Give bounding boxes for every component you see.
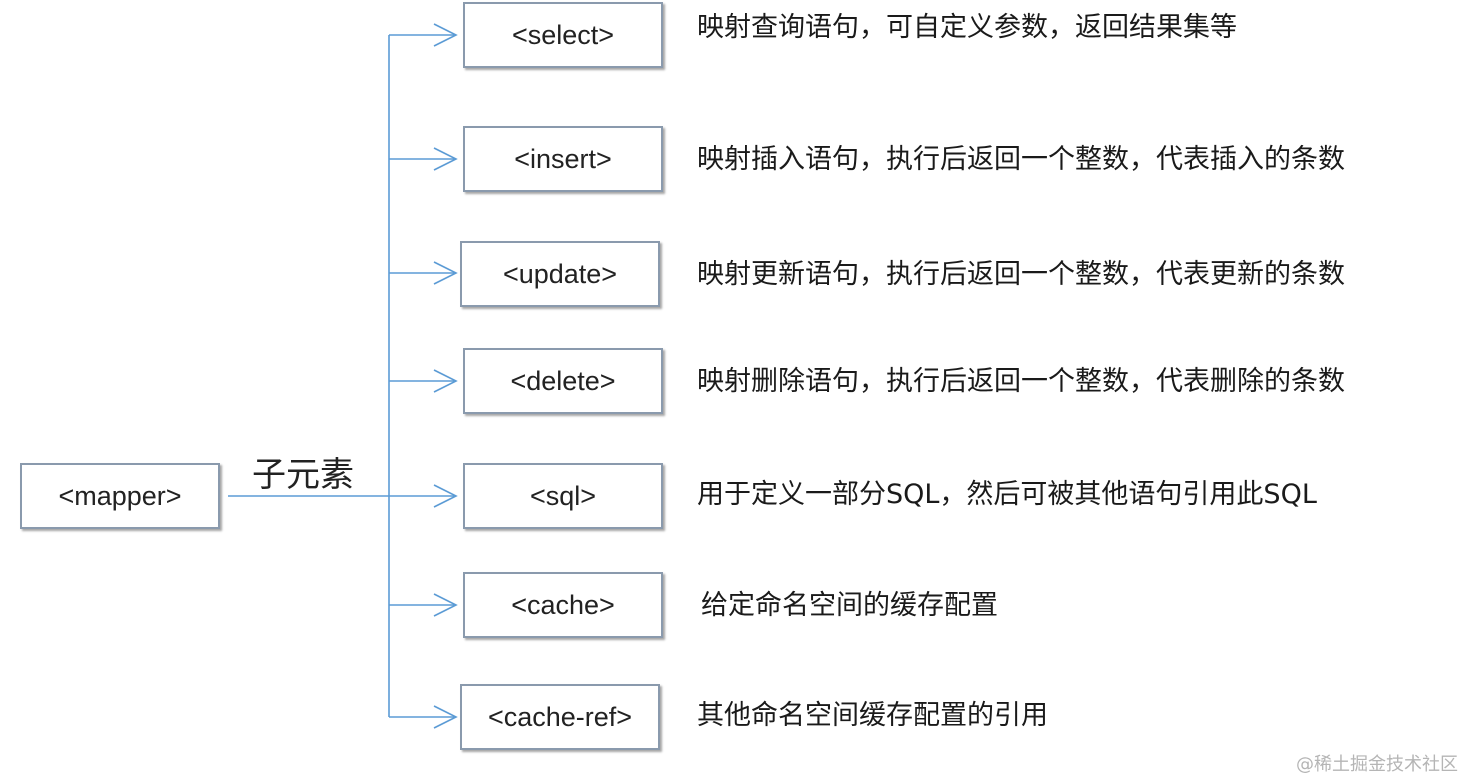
child-tag-delete: <delete> <box>510 365 616 396</box>
connector-arrowhead-4 <box>433 484 458 508</box>
mapper-root-box: <mapper> <box>20 463 220 529</box>
watermark-text: @稀土掘金技术社区 <box>1296 754 1458 775</box>
child-tag-select: <select> <box>511 19 615 50</box>
child-box-select: <select> <box>463 2 663 68</box>
child-tag-insert: <insert> <box>514 143 612 174</box>
connector-arrowhead-5 <box>433 593 458 617</box>
child-box-cache: <cache> <box>463 572 663 638</box>
child-desc-sql: 用于定义一部分SQL，然后可被其他语句引用此SQL <box>697 479 1317 510</box>
mapper-root-label: <mapper> <box>58 480 182 511</box>
edge-label: 子元素 <box>252 455 354 495</box>
child-tag-sql: <sql> <box>529 480 597 511</box>
connector-arrowhead-6 <box>433 705 458 729</box>
child-desc-cache-ref: 其他命名空间缓存配置的引用 <box>697 700 1048 731</box>
child-desc-update: 映射更新语句，执行后返回一个整数，代表更新的条数 <box>697 259 1345 290</box>
child-tag-cache: <cache> <box>511 589 615 620</box>
child-box-delete: <delete> <box>463 348 663 414</box>
child-desc-select: 映射查询语句，可自定义参数，返回结果集等 <box>697 12 1237 43</box>
child-box-sql: <sql> <box>463 463 663 529</box>
child-tag-update: <update> <box>502 258 618 289</box>
child-tag-cache-ref: <cache-ref> <box>487 701 633 732</box>
connector-arrowhead-3 <box>433 369 458 393</box>
connector-arrowhead-1 <box>433 147 458 171</box>
connector-arrowhead-2 <box>433 261 458 285</box>
child-box-cache-ref: <cache-ref> <box>460 684 660 750</box>
child-desc-delete: 映射删除语句，执行后返回一个整数，代表删除的条数 <box>697 366 1345 397</box>
connector-arrowhead-0 <box>433 23 458 47</box>
child-box-update: <update> <box>460 241 660 307</box>
child-desc-cache: 给定命名空间的缓存配置 <box>701 590 998 621</box>
child-box-insert: <insert> <box>463 126 663 192</box>
child-desc-insert: 映射插入语句，执行后返回一个整数，代表插入的条数 <box>697 144 1345 175</box>
